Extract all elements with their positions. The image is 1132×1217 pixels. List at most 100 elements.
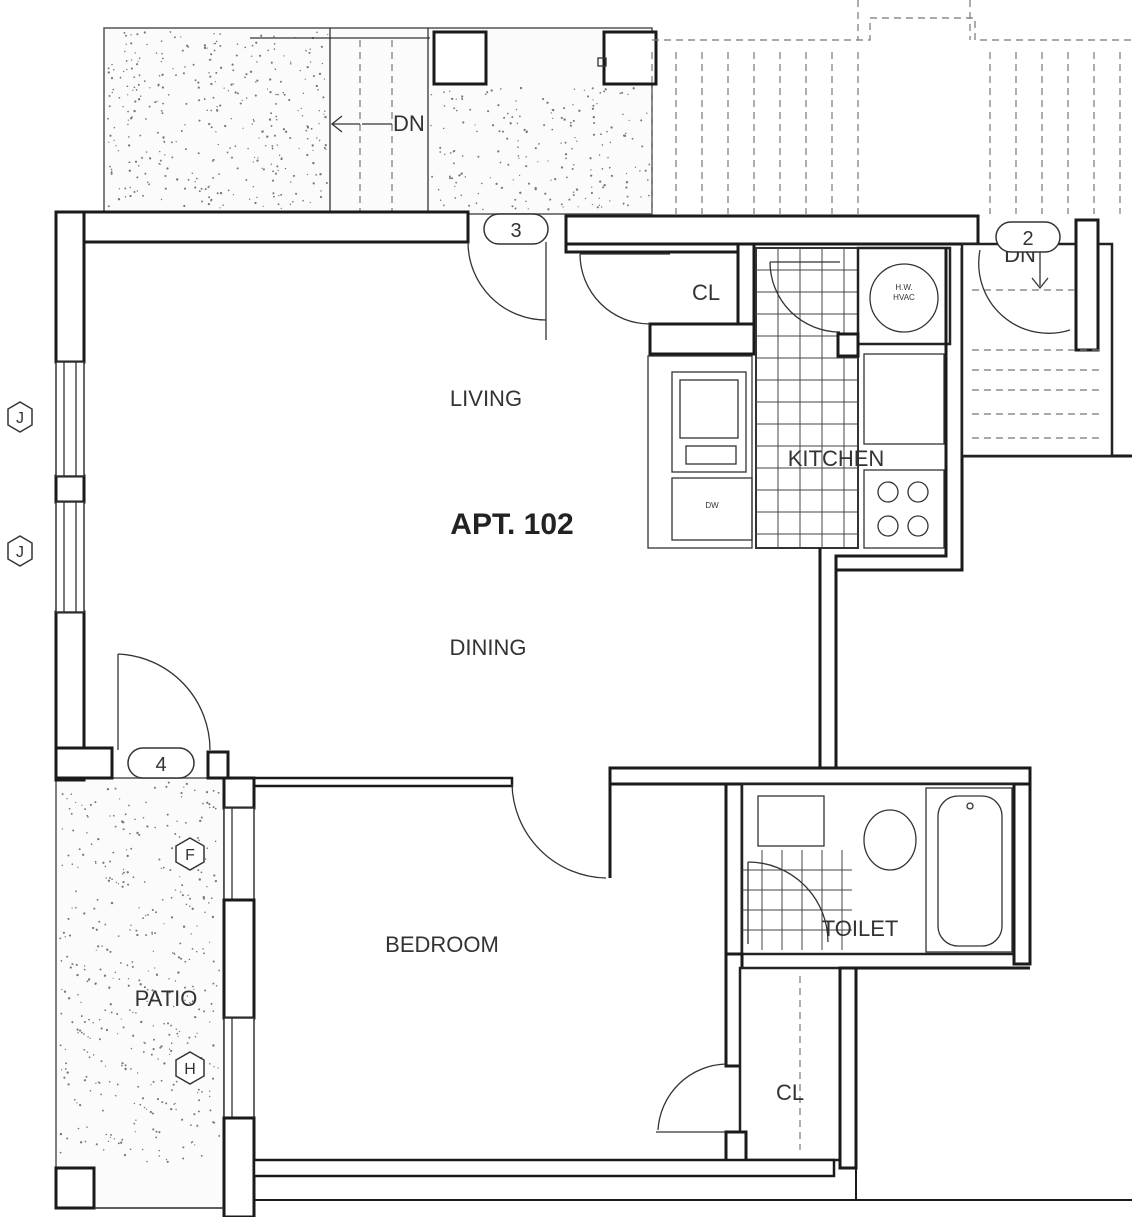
stipple-dot [201,200,203,203]
stipple-dot [475,202,478,205]
stipple-dot [132,1011,134,1013]
stipple-dot [59,1132,63,1136]
stipple-dot [258,137,260,139]
stipple-dot [443,105,446,107]
stipple-dot [127,144,131,147]
stipple-dot [562,206,564,208]
stipple-dot [113,69,115,71]
stipple-dot [301,115,304,117]
stipple-dot [66,1137,69,1140]
patio-door [117,653,211,751]
stipple-dot [97,1081,100,1084]
stipple-dot [107,67,110,70]
stipple-dot [214,42,217,45]
stipple-dot [183,786,185,788]
stipple-dot [209,1063,211,1065]
stipple-dot [107,117,109,120]
stipple-dot [73,1098,76,1101]
stipple-dot [160,60,163,63]
stipple-dot [549,198,552,201]
stipple-dot [212,1121,215,1124]
stipple-dot [124,813,127,816]
stipple-dot [277,203,280,206]
living-label: LIVING [450,386,522,411]
stipple-dot [206,886,208,888]
stipple-dot [161,1101,164,1104]
stipple-dot [162,102,165,105]
stipple-dot [306,173,309,176]
stipple-dot [180,796,183,798]
stipple-dot [152,1128,155,1131]
stipple-dot [155,52,158,54]
stipple-dot [164,174,167,178]
stipple-dot [133,76,136,78]
stipple-dot [187,894,189,896]
stipple-dot [216,105,218,108]
stipple-dot [157,1058,159,1060]
stipple-dot [143,80,146,82]
stipple-dot [212,96,215,99]
stipple-dot [179,942,182,945]
stipple-dot [120,962,122,964]
stipple-dot [253,156,256,159]
stipple-dot [162,866,165,869]
stipple-dot [319,195,323,199]
dining-label: DINING [450,635,527,660]
stipple-dot [135,1119,137,1121]
stipple-dot [84,808,87,811]
stipple-dot [170,916,174,919]
stipple-dot [78,848,81,851]
stipple-dot [59,937,62,940]
stipple-dot [550,112,552,114]
stipple-dot [134,52,136,54]
stipple-dot [151,933,153,935]
stipple-dot [114,825,117,828]
patio-label: PATIO [135,986,198,1011]
stipple-dot [537,161,539,163]
stipple-dot [462,121,465,124]
stipple-dot [191,907,194,910]
patio-corner-column [54,1166,224,1210]
stipple-dot [70,793,73,795]
stipple-dot [198,1099,201,1102]
stipple-dot [130,34,132,36]
stipple-dot [143,986,146,989]
stipple-dot [430,124,432,127]
stipple-dot [151,908,154,912]
stipple-dot [552,117,554,120]
stipple-dot [273,134,276,137]
stipple-dot [254,201,257,205]
stipple-dot [129,194,132,198]
exterior-walls [54,210,980,782]
stipple-dot [130,847,133,850]
stipple-dot [578,109,581,112]
stipple-dot [273,35,275,38]
stipple-dot [273,195,275,198]
stipple-dot [271,145,274,147]
upper-landing [103,27,653,215]
stipple-dot [168,991,171,994]
stipple-dot [315,84,318,88]
stipple-dot [156,131,159,134]
stipple-dot [187,46,190,48]
stipple-dot [92,1021,94,1024]
stipple-dot [193,1113,196,1116]
stipple-dot [150,1084,152,1086]
stipple-dot [144,172,147,175]
stipple-dot [129,186,132,189]
stipple-dot [219,45,222,47]
stipple-dot [193,789,196,792]
stipple-dot [274,172,278,175]
stipple-dot [168,1053,171,1056]
stipple-dot [194,79,197,82]
stipple-dot [87,816,89,818]
stipple-dot [117,198,121,201]
stipple-dot [141,1148,144,1151]
stipple-dot [484,93,487,96]
stipple-dot [216,192,219,195]
stipple-dot [455,181,458,184]
stair-upper-left: DN [250,28,430,214]
stipple-dot [167,94,170,96]
stipple-dot [109,165,111,168]
stipple-dot [619,92,622,95]
